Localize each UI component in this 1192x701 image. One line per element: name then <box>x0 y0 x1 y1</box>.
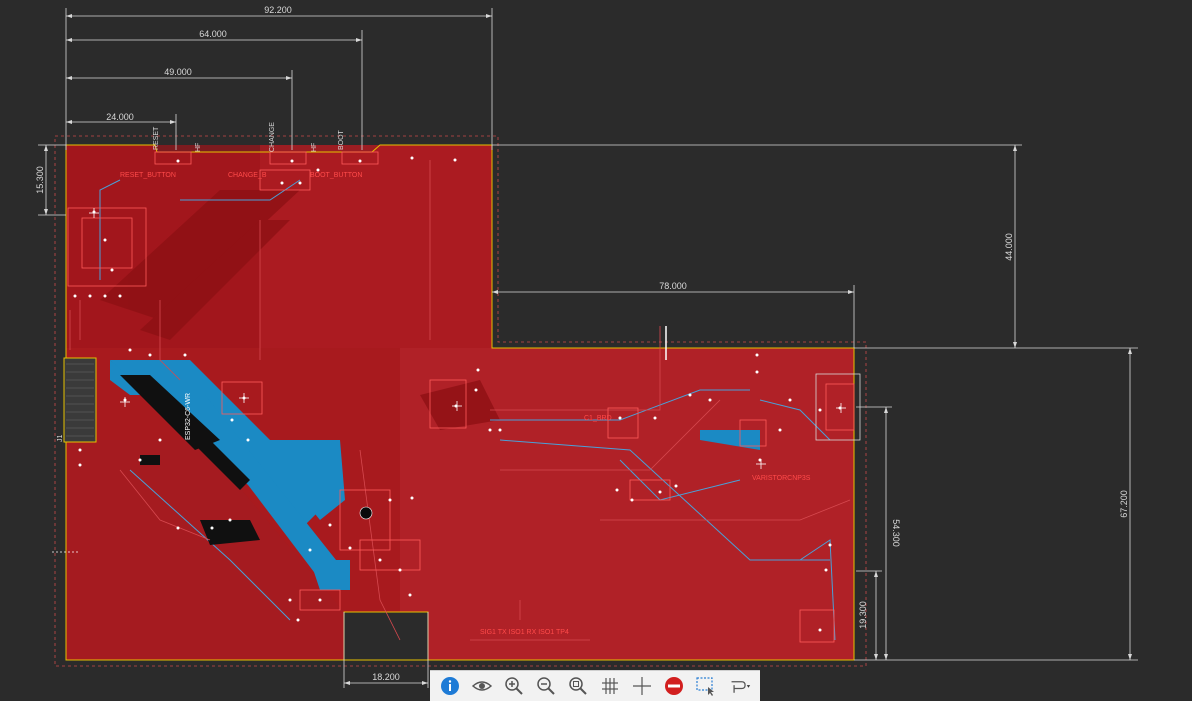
dim-64: 64.000 <box>199 29 227 39</box>
view-button[interactable] <box>466 672 498 700</box>
dim-right-low: 19.300 <box>858 601 868 629</box>
select-button[interactable] <box>690 672 722 700</box>
dim-bottom-cutout: 18.200 <box>372 672 400 682</box>
ground-regions <box>100 190 500 430</box>
label-hf-2: HF <box>311 143 318 152</box>
dim-notch-width: 78.000 <box>659 281 687 291</box>
info-button[interactable] <box>434 672 466 700</box>
label-varistor: VARISTORCNP3S <box>752 475 811 482</box>
dimension-lines <box>38 8 1138 688</box>
zoom-in-button[interactable] <box>498 672 530 700</box>
grid-icon <box>602 678 618 694</box>
eye-icon <box>471 681 493 691</box>
label-change: CHANGE <box>269 122 276 152</box>
dim-right-mid: 54.300 <box>891 519 901 547</box>
select-rect-icon <box>696 677 714 696</box>
origin-markers <box>89 208 846 469</box>
crosshair-button[interactable] <box>626 672 658 700</box>
crosshair-icon <box>633 677 651 695</box>
components <box>67 151 861 643</box>
label-boot-button: BOOT_BUTTON <box>310 172 362 179</box>
left-connector <box>63 357 97 443</box>
view-toolbar <box>430 670 760 701</box>
label-hf-1: HF <box>195 143 202 152</box>
route-icon <box>731 681 751 693</box>
label-esp32: ESP32-C6-WR <box>185 393 192 440</box>
label-j1: J1 <box>57 435 64 443</box>
dimension-arrows <box>44 14 1132 685</box>
stop-button[interactable] <box>658 672 690 700</box>
fiducial <box>359 506 373 520</box>
zoom-fit-button[interactable] <box>562 672 594 700</box>
grid-button[interactable] <box>594 672 626 700</box>
dim-24: 24.000 <box>106 112 134 122</box>
dim-49: 49.000 <box>164 67 192 77</box>
dim-top-width: 92.200 <box>264 5 292 15</box>
info-icon <box>441 677 459 695</box>
dimension-labels: 92.200 64.000 49.000 24.000 15.300 44.00… <box>35 5 1129 682</box>
zoom-out-button[interactable] <box>530 672 562 700</box>
label-change-button: CHANGE_B <box>228 172 267 179</box>
silkscreen-labels: RESET CHANGE BOOT RESET_BUTTON CHANGE_B … <box>57 122 811 636</box>
label-reset-button: RESET_BUTTON <box>120 172 176 179</box>
zoom-in-icon <box>505 677 523 695</box>
keepout-slots <box>120 375 260 545</box>
vias <box>73 156 842 632</box>
label-reset: RESET <box>153 126 160 150</box>
left-connector-pads <box>66 363 94 437</box>
dim-left-height: 15.300 <box>35 166 45 194</box>
zoom-out-icon <box>537 677 555 695</box>
label-c1: C1_BRD <box>584 415 612 422</box>
route-button[interactable] <box>722 672 758 700</box>
dim-right-total: 67.200 <box>1119 490 1129 518</box>
top-traces <box>69 160 851 641</box>
label-signals: SIG1 TX ISO1 RX ISO1 TP4 <box>480 629 569 636</box>
dim-right-upper: 44.000 <box>1004 233 1014 261</box>
stop-icon <box>665 677 683 695</box>
usb-cutout <box>343 611 429 661</box>
keepout-outline <box>54 135 867 667</box>
label-boot: BOOT <box>338 129 345 150</box>
zoom-fit-icon <box>569 677 587 695</box>
